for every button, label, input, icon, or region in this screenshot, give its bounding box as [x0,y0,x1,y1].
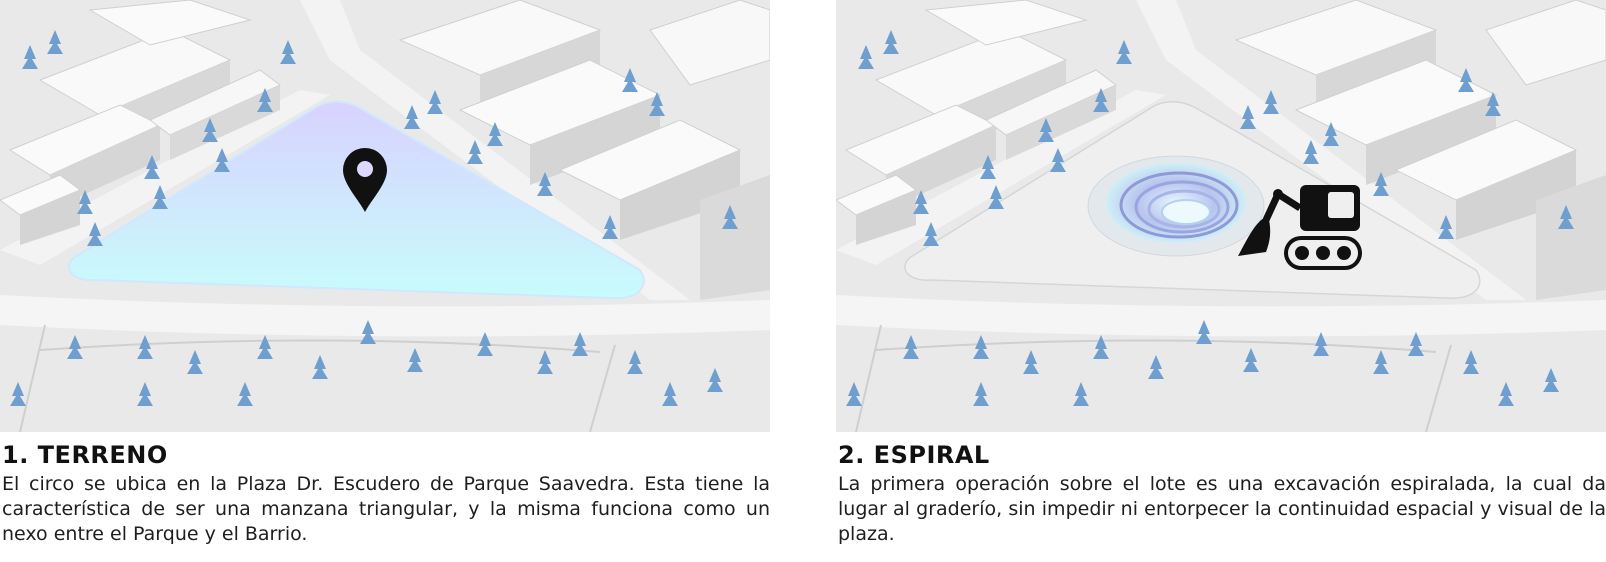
trees [846,30,1574,406]
caption-terreno: 1. TERRENO El circo se ubica en la Plaza… [2,440,770,547]
park-paths [855,324,1452,432]
street-main [0,295,770,337]
map-espiral-svg [836,0,1606,432]
buildings-right [1234,0,1606,300]
trees [10,30,738,406]
spiral-excavation [1087,155,1265,257]
map-terreno [0,0,770,432]
buildings-left [0,0,281,245]
caption-espiral: 2. ESPIRAL La primera operación sobre el… [838,440,1606,547]
lot-triangle [67,100,645,300]
map-terreno-svg [0,0,770,432]
panel-description: La primera operación sobre el lote es un… [838,473,1606,545]
park-paths [19,324,616,432]
panel-terreno: 1. TERRENO El circo se ubica en la Plaza… [0,0,770,562]
buildings-right [398,0,770,300]
street-left [0,90,330,265]
street-main [836,295,1606,337]
street-left [836,90,1166,265]
panel-espiral: 2. ESPIRAL La primera operación sobre el… [836,0,1606,562]
panel-description: El circo se ubica en la Plaza Dr. Escude… [2,473,770,545]
location-pin-icon [343,148,387,212]
street-diagonal [300,0,690,300]
excavator-icon [1238,185,1362,270]
street-diagonal [1136,0,1526,300]
panel-title: 1. TERRENO [2,441,168,469]
buildings-left [836,0,1117,245]
panel-title: 2. ESPIRAL [838,441,990,469]
map-espiral [836,0,1606,432]
